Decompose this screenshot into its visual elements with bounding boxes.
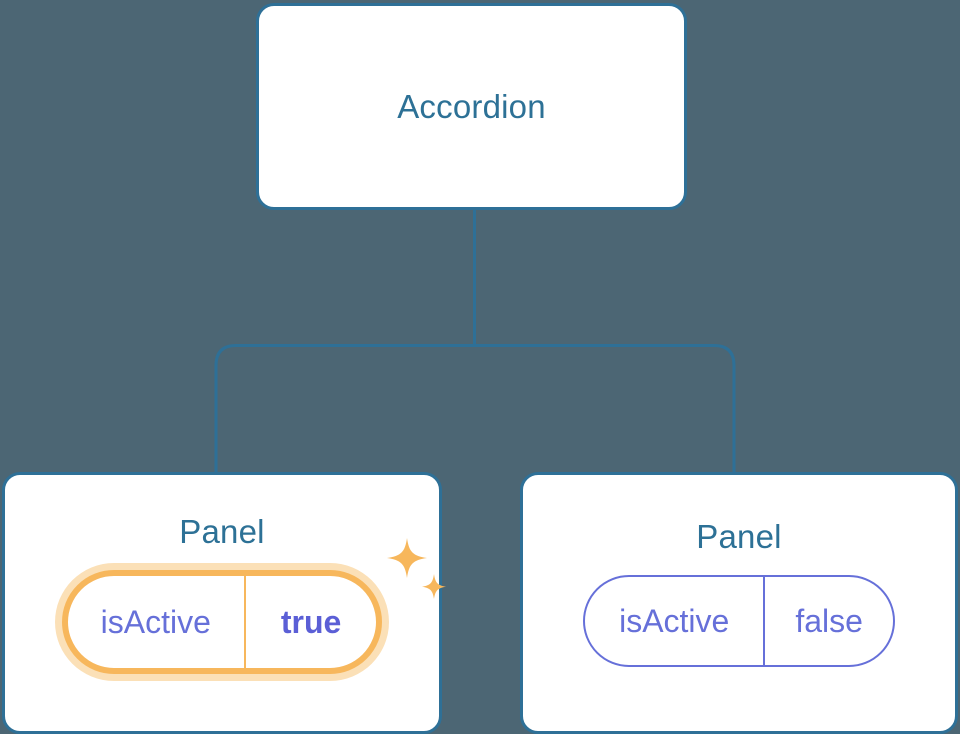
prop-pill-isactive-false[interactable]: isActive false [583, 575, 895, 667]
node-panel-right[interactable]: Panel isActive false [520, 472, 958, 734]
node-panel-right-title: Panel [696, 518, 782, 555]
prop-value: true [280, 603, 342, 640]
edge-to-panel-left [214, 344, 475, 472]
prop-key: isActive [585, 577, 766, 665]
edge-to-panel-right [474, 344, 736, 472]
node-accordion-title: Accordion [397, 88, 546, 125]
prop-pill-isactive-true[interactable]: isActive true [61, 570, 383, 674]
prop-key: isActive [68, 576, 246, 668]
node-accordion[interactable]: Accordion [256, 3, 687, 210]
prop-value: false [795, 602, 863, 639]
node-panel-left-title: Panel [179, 513, 265, 550]
node-panel-left[interactable]: Panel isActive true [2, 472, 442, 734]
